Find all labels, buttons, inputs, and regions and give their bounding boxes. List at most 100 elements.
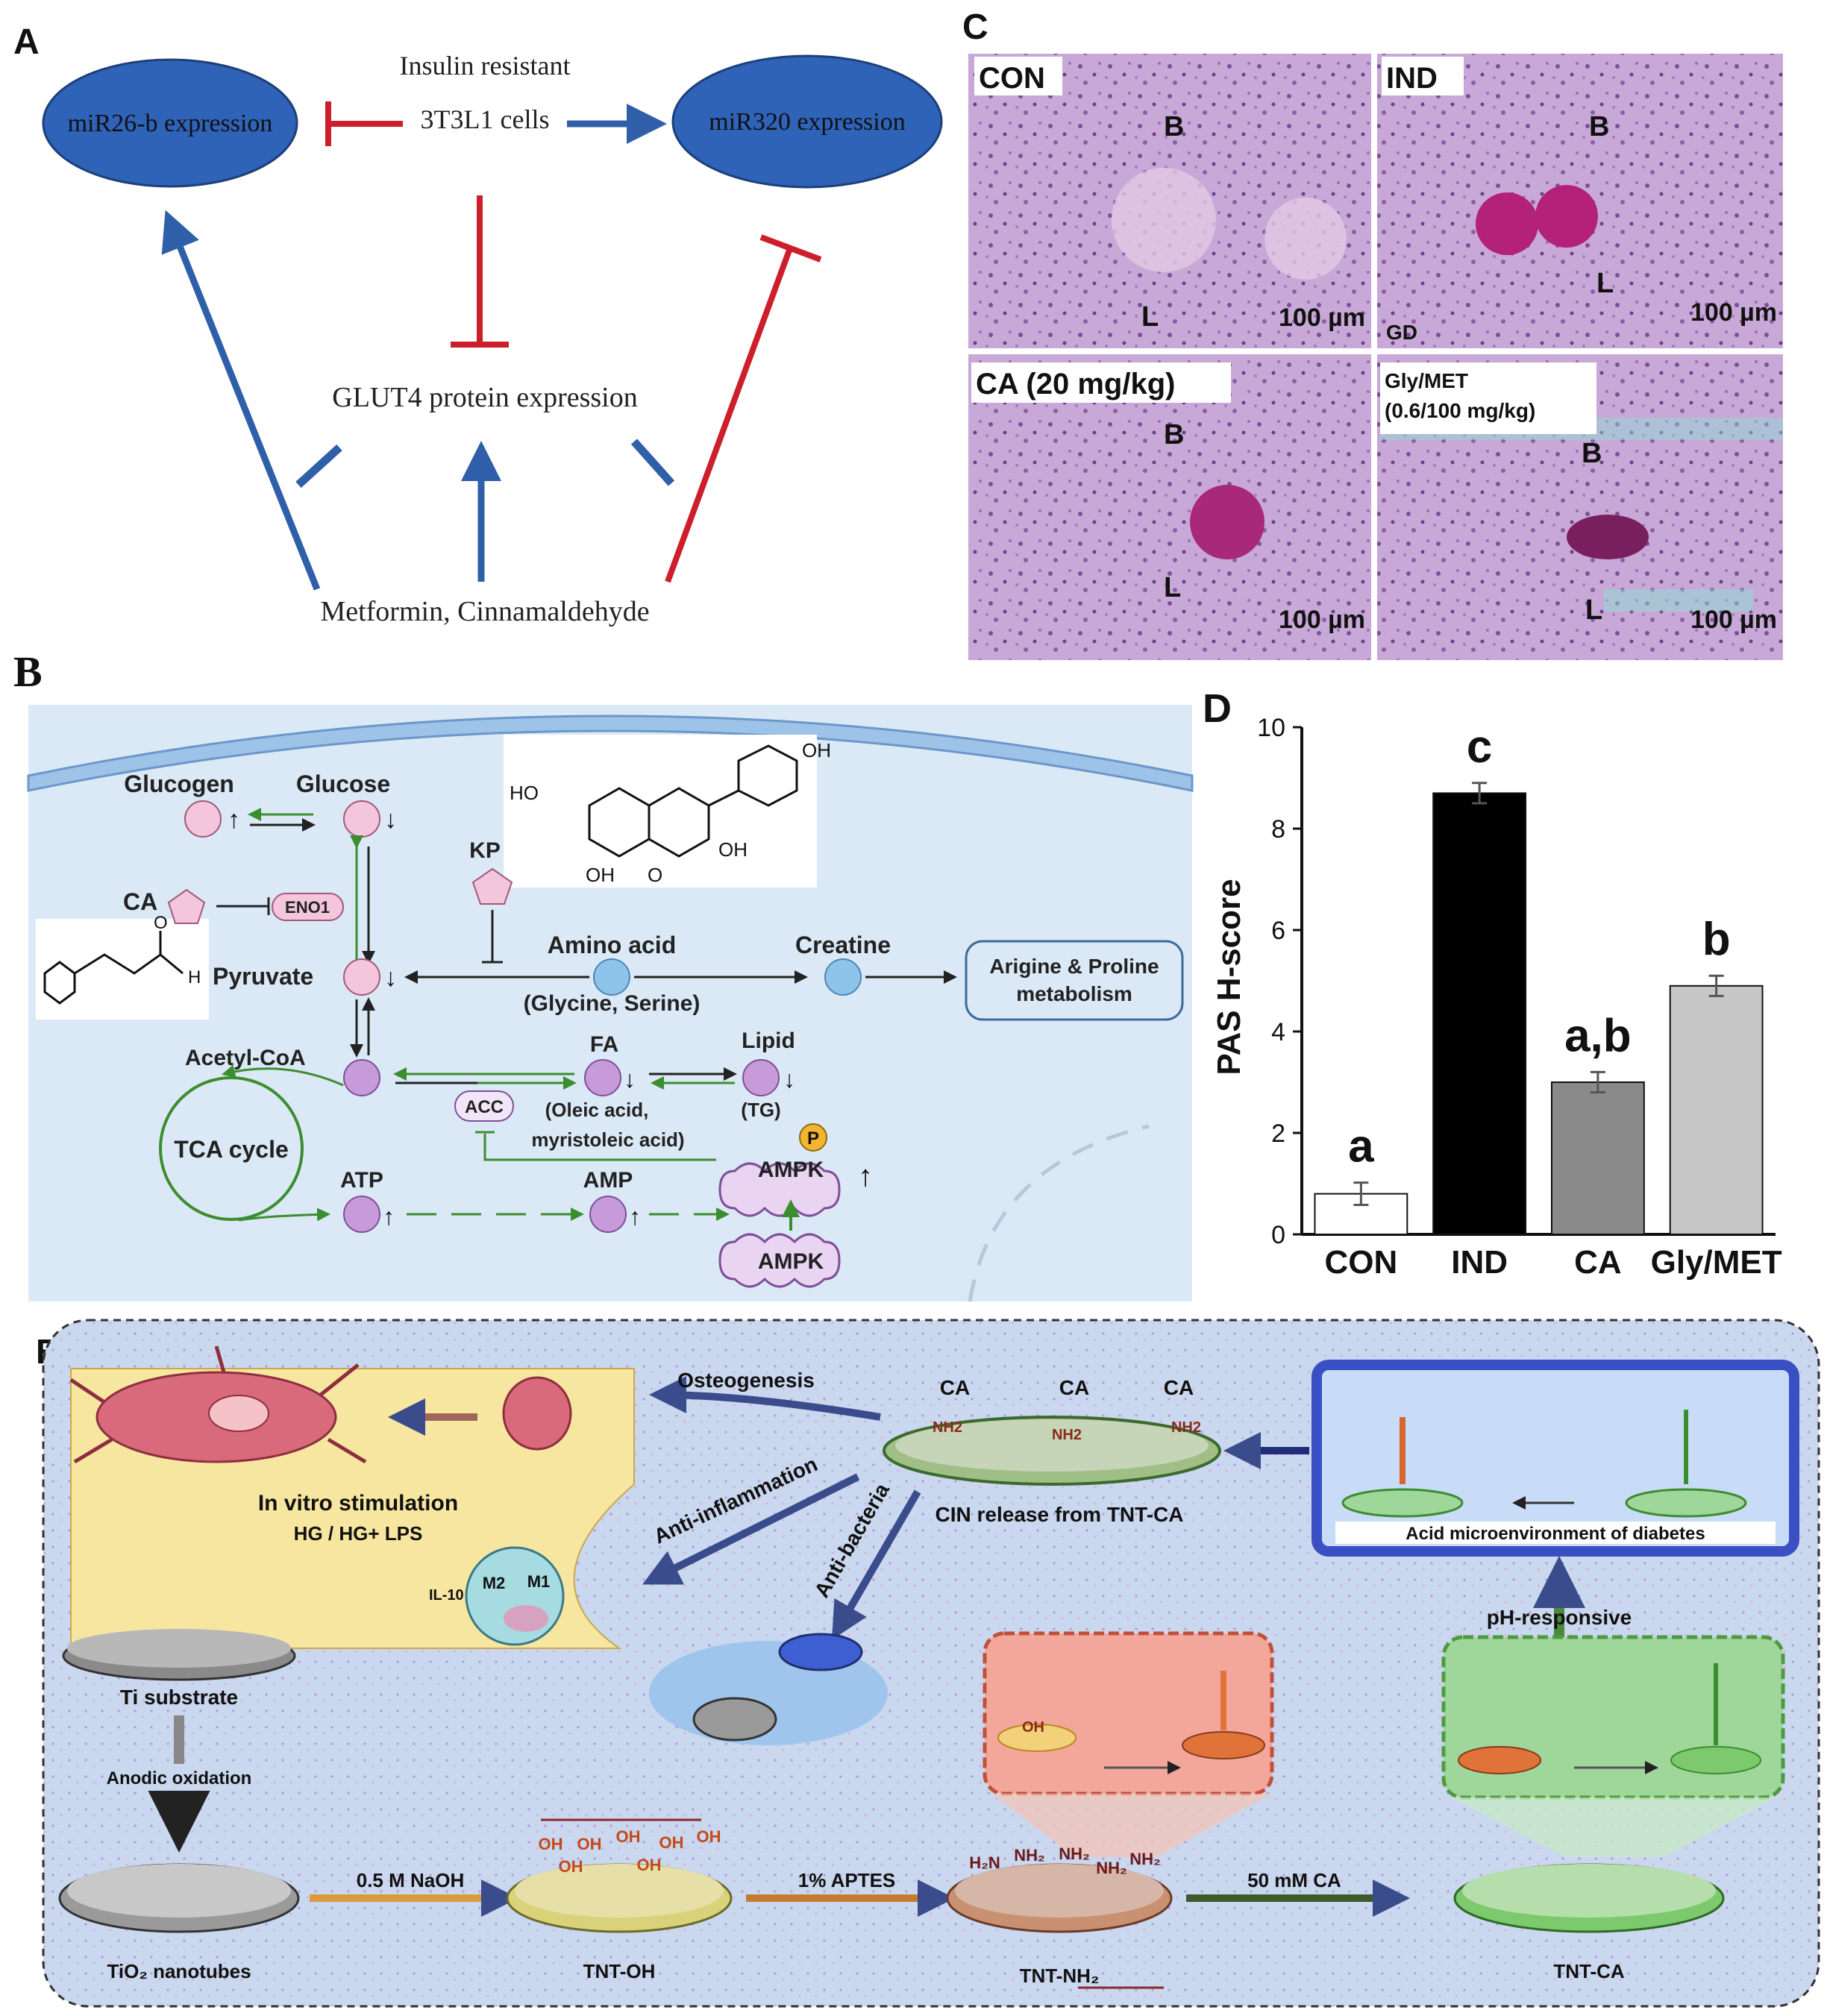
kp-pentagon [471, 867, 513, 905]
phospho-badge [799, 1123, 827, 1152]
acetyl-node [343, 1059, 380, 1096]
ca-structure [36, 919, 209, 1020]
nh2-c: NH2 [1171, 1419, 1201, 1436]
atp-node [343, 1196, 380, 1233]
panel-e: E In vitro stimulation HG / HG+ LPS M2 M… [36, 1319, 1820, 2008]
acid-label: Acid microenvironment of diabetes [1405, 1524, 1705, 1544]
x-category-label-2: CA [1574, 1244, 1622, 1281]
tile-ca-label: CA (20 mg/kg) [976, 368, 1175, 401]
x-category-label-1: IND [1451, 1244, 1508, 1281]
tile-con-scale: 100 µm [1279, 304, 1365, 332]
arginine-box [965, 940, 1184, 1021]
il10-label: IL-10 [429, 1587, 464, 1604]
inhibit-mir320 [665, 245, 794, 583]
phospho-label: P [807, 1128, 819, 1149]
ampk-top-shape [718, 1162, 841, 1217]
kp-o-keto: O [648, 864, 662, 886]
y-tick-label-1: 2 [1271, 1120, 1285, 1148]
amino-node [593, 958, 630, 996]
ca-conc-label: 50 mM CA [1247, 1869, 1341, 1891]
panel-label-a: A [13, 22, 40, 62]
bar-1 [1432, 792, 1527, 1235]
m1-label: M1 [527, 1572, 551, 1591]
panel-a: A Insulin resistant 3T3L1 cells miR26-b … [13, 22, 943, 627]
osteogenesis-label: Osteogenesis [677, 1369, 815, 1392]
significance-letter-1: c [1467, 721, 1492, 773]
panel-b: B OH HO OH OH O O H Glucogen ↑ Glucose ↓… [13, 647, 1194, 1302]
nh-0: H₂N [969, 1853, 1000, 1872]
tile-con-b: B [1164, 111, 1184, 142]
aptes-inset [983, 1631, 1274, 1796]
svg-text:↑: ↑ [629, 1203, 641, 1230]
kp-structure [504, 735, 817, 888]
ca-top-1: CA [940, 1376, 970, 1399]
tile-ind-scale: 100 µm [1690, 298, 1777, 327]
mir320-label: miR320 expression [709, 108, 905, 136]
bar-2 [1550, 1081, 1645, 1235]
histo-tile-ca [968, 354, 1371, 660]
tile-ca-scale: 100 µm [1279, 606, 1365, 634]
x-category-label-0: CON [1324, 1244, 1397, 1281]
fa-node [584, 1059, 621, 1096]
ampk-bottom-label: AMPK [758, 1249, 824, 1274]
tile-ca-b: B [1164, 419, 1184, 450]
tca-cycle [159, 1076, 304, 1221]
oh-1: OH [577, 1835, 602, 1853]
ampk-bottom-shape [718, 1233, 841, 1288]
amp-label: AMP [583, 1168, 633, 1193]
fa-sub2: myristoleic acid) [531, 1128, 684, 1151]
panel-c: C CON B L 100 µm IND B L GD 100 µm CA (2… [962, 7, 1783, 660]
eno1-badge [272, 893, 344, 921]
chart-ylabel: PAS H-score [1211, 879, 1247, 1075]
tile-glymet-dose: (0.6/100 mg/kg) [1385, 399, 1535, 422]
insulin-resistant-label: Insulin resistant [400, 51, 571, 81]
tio2-label: TiO₂ nanotubes [107, 1960, 251, 1982]
nh-4: NH₂ [1129, 1850, 1161, 1868]
anodic-label: Anodic oxidation [107, 1768, 252, 1789]
glucogen-label: Glucogen [124, 770, 234, 797]
glucogen-node [184, 800, 222, 838]
stimulated-cell [502, 1376, 572, 1451]
tile-ind-l: L [1596, 268, 1614, 299]
acc-badge [454, 1090, 514, 1122]
mir26b-node [42, 58, 298, 188]
bar-3 [1669, 985, 1764, 1236]
ca-top-3: CA [1164, 1376, 1194, 1399]
m2-label: M2 [483, 1574, 506, 1592]
ca-label: CA [123, 888, 157, 915]
ph-label: pH-responsive [1487, 1606, 1632, 1629]
kp-label: KP [469, 838, 501, 863]
acetyl-label: Acetyl-CoA [185, 1046, 306, 1070]
y-tick-label-5: 10 [1257, 714, 1285, 742]
panel-label-d: D [1203, 686, 1232, 731]
glucose-node [343, 800, 380, 838]
nh2-b: NH2 [1052, 1427, 1082, 1443]
tile-ca-l: L [1164, 572, 1181, 603]
ampk-top-label: AMPK [758, 1158, 824, 1182]
significance-letter-2: a,b [1564, 1010, 1632, 1061]
tile-con-l: L [1141, 301, 1159, 333]
tile-con-label: CON [979, 62, 1045, 95]
svg-text:↓: ↓ [384, 964, 397, 992]
oh-5: OH [559, 1857, 583, 1876]
ca-pentagon [167, 888, 206, 924]
svg-text:↑: ↑ [383, 1203, 395, 1230]
fa-label: FA [590, 1032, 618, 1057]
nh-1: NH₂ [1014, 1846, 1045, 1865]
svg-text:↑: ↑ [228, 806, 240, 834]
y-tick-label-3: 6 [1271, 917, 1285, 945]
tile-glymet-label: Gly/MET [1385, 369, 1468, 392]
atp-label: ATP [340, 1168, 383, 1193]
creatine-node [824, 958, 862, 996]
tnt-oh-label: TNT-OH [583, 1960, 656, 1982]
hg-label: HG / HG+ LPS [294, 1522, 423, 1545]
in-vitro-label: In vitro stimulation [258, 1491, 458, 1516]
kp-ho-left: HO [510, 782, 539, 804]
svg-text:↓: ↓ [783, 1066, 795, 1093]
panel-d: D PAS H-score 0246810aCONcINDa,bCAbGly/M… [1203, 686, 1782, 1281]
mir26b-label: miR26-b expression [68, 110, 273, 137]
tile-glymet-l: L [1585, 594, 1602, 626]
amino-label: Amino acid [548, 932, 676, 958]
